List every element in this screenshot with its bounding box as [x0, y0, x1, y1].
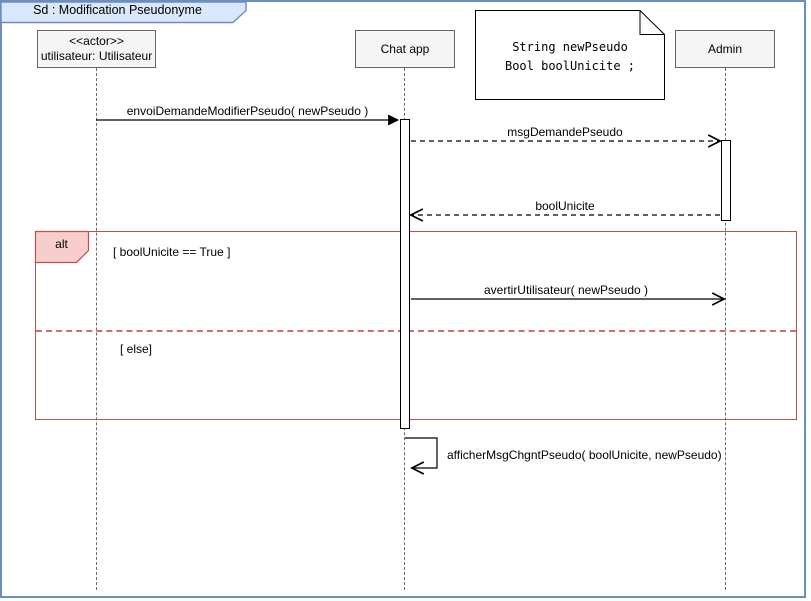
alt-fragment [35, 231, 797, 420]
message-4-label: avertirUtilisateur( newPseudo ) [483, 283, 649, 297]
note-line-1: String newPseudo [512, 40, 628, 54]
activation-bar-chatapp [400, 119, 410, 429]
alt-divider [36, 330, 796, 332]
note-line-2: Bool boolUnicite ; [504, 59, 636, 73]
message-1-label: envoiDemandeModifierPseudo( newPseudo ) [126, 104, 369, 118]
participant-chatapp-name: Chat app [380, 41, 430, 56]
participant-admin-name: Admin [707, 41, 742, 56]
activation-bar-admin [721, 140, 731, 221]
alt-operator-label: alt [55, 237, 68, 251]
participant-chatapp: Chat app [355, 30, 455, 68]
alt-guard-true: [ boolUnicite == True ] [113, 245, 231, 259]
participant-admin: Admin [675, 30, 775, 68]
message-3-label: boolUnicite [535, 199, 595, 213]
participant-utilisateur-name: utilisateur: Utilisateur [40, 49, 153, 63]
note-text: String newPseudo Bool boolUnicite ; [475, 38, 665, 76]
diagram-title: Sd : Modification Pseudonyme [33, 3, 202, 17]
message-2-label: msgDemandePseudo [507, 125, 623, 139]
alt-guard-else: [ else] [120, 342, 153, 356]
lifeline-utilisateur [96, 68, 97, 590]
participant-utilisateur: <<actor>> utilisateur: Utilisateur [37, 30, 156, 68]
participant-utilisateur-stereotype: <<actor>> [69, 34, 124, 48]
message-5-label: afficherMsgChgntPseudo( boolUnicite, new… [447, 448, 722, 462]
lifeline-admin [725, 68, 726, 590]
